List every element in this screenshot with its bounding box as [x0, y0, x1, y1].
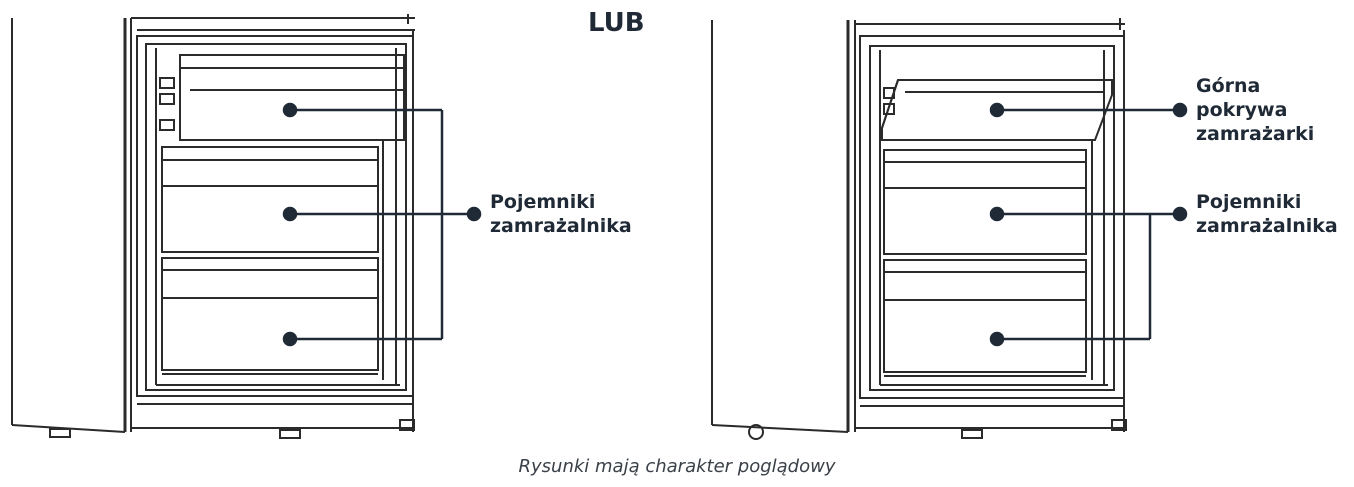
figure-caption: Rysunki mają charakter poglądowy [518, 456, 836, 477]
right-top-cover-label-line1: Górna [1196, 75, 1261, 97]
callout-dot [989, 206, 1005, 222]
right-drawers-label-line1: Pojemniki [1196, 191, 1302, 213]
right-callout-lines [989, 102, 1188, 347]
right-drawers-label-line2: zamrażalnika [1196, 215, 1338, 237]
right-top-cover-label-line3: zamrażarki [1196, 123, 1315, 145]
callout-dot [1172, 102, 1188, 118]
left-drawers-label: Pojemniki zamrażalnika [490, 190, 632, 238]
right-drawers-label: Pojemniki zamrażalnika [1196, 190, 1338, 238]
callout-dot [282, 102, 298, 118]
right-freezer-drawing [711, 18, 1127, 440]
left-callout-lines [282, 102, 482, 347]
left-drawers-label-line1: Pojemniki [490, 191, 596, 213]
separator-label: LUB [588, 8, 645, 38]
callout-dot [989, 102, 1005, 118]
right-top-cover-label-line2: pokrywa [1196, 99, 1288, 121]
callout-dot [466, 206, 482, 222]
callout-dot [282, 206, 298, 222]
callout-dot [989, 331, 1005, 347]
left-drawers-label-line2: zamrażalnika [490, 215, 632, 237]
right-top-cover-label: Górna pokrywa zamrażarki [1196, 74, 1314, 146]
callout-dot [282, 331, 298, 347]
left-freezer-drawing [11, 14, 415, 439]
callout-dot [1172, 206, 1188, 222]
